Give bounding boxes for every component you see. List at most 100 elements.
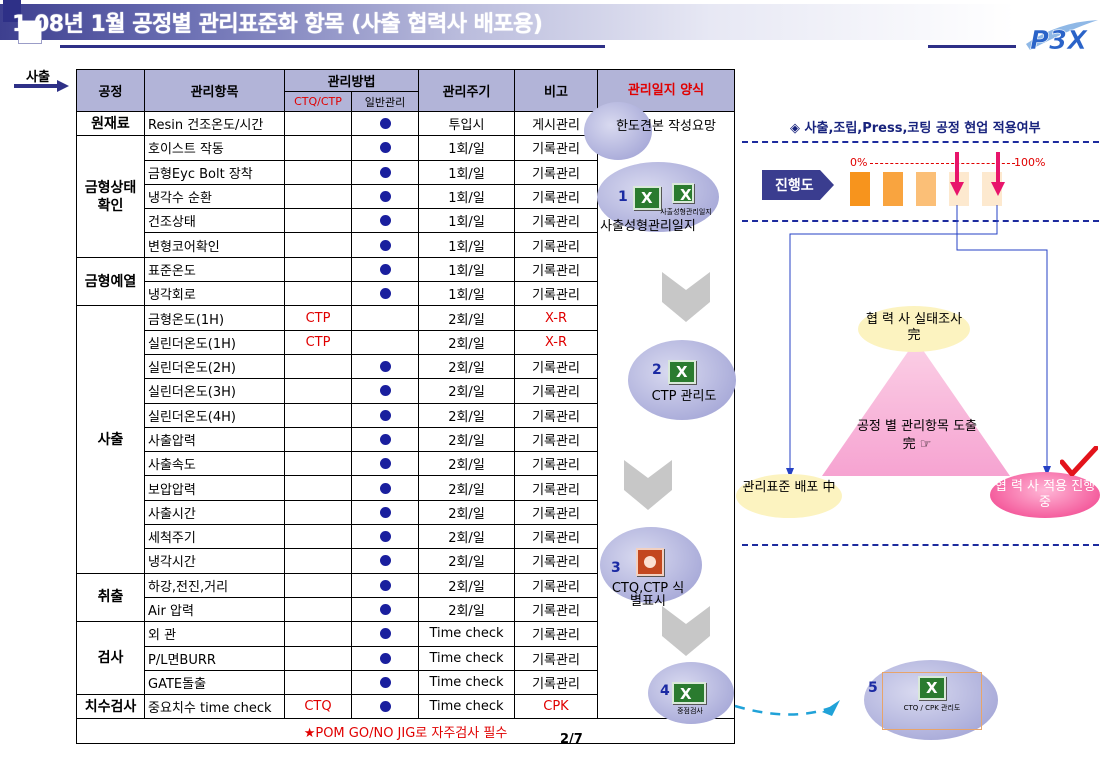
remark-cell: 기록관리 xyxy=(514,353,598,380)
remark-cell: 기록관리 xyxy=(514,232,598,258)
header-process: 공정 xyxy=(76,69,145,112)
excel-icon[interactable] xyxy=(672,682,706,704)
general-control-cell xyxy=(351,378,419,404)
general-control-cell xyxy=(351,208,419,234)
cycle-cell: 2회/일 xyxy=(418,378,515,404)
control-item-cell: 사출속도 xyxy=(144,451,285,477)
process-group-cell: 원재료 xyxy=(76,110,145,137)
bullet-dot-icon xyxy=(379,482,391,494)
general-control-cell xyxy=(351,159,419,185)
remark-cell: 기록관리 xyxy=(514,645,598,671)
general-control-cell xyxy=(351,548,419,574)
journal-oval-5[interactable] xyxy=(864,660,998,740)
title-accent-box xyxy=(18,20,42,44)
bullet-dot-icon xyxy=(379,531,391,543)
bullet-dot-icon xyxy=(379,604,391,616)
ctq-ctp-cell xyxy=(284,281,352,307)
control-item-cell: 보압압력 xyxy=(144,475,285,501)
cycle-cell: 2회/일 xyxy=(418,305,515,331)
bullet-dot-icon xyxy=(379,506,391,518)
title-underline xyxy=(60,45,605,48)
process-arrow-icon xyxy=(14,80,69,92)
excel-icon[interactable] xyxy=(672,183,694,204)
ctq-ctp-cell xyxy=(284,402,352,428)
remark-cell: 기록관리 xyxy=(514,499,598,526)
node-distribution xyxy=(736,474,842,518)
page-title-text: 08년 1월 공정별 관리표준화 항목 (사출 협력사 배포용) xyxy=(33,12,543,37)
node-distribution-label: 관리표준 배포 中 xyxy=(742,480,836,495)
ctq-ctp-cell xyxy=(284,621,352,647)
control-item-cell: 금형온도(1H) xyxy=(144,305,285,331)
remark-cell: 기록관리 xyxy=(514,402,598,428)
excel-icon[interactable] xyxy=(918,676,946,700)
bullet-dot-icon xyxy=(379,652,391,664)
bullet-dot-icon xyxy=(379,361,391,373)
cycle-cell: 2회/일 xyxy=(418,475,515,501)
cycle-cell: 1회/일 xyxy=(418,135,515,161)
down-arrow-icon xyxy=(624,460,672,510)
ctq-ctp-cell xyxy=(284,524,352,550)
control-item-cell: P/L면BURR xyxy=(144,645,285,671)
journal-caption-2: CTP 관리도 xyxy=(651,389,717,404)
general-control-cell xyxy=(351,402,419,428)
progress-bar-segment xyxy=(916,172,936,206)
excel-icon[interactable] xyxy=(668,360,696,384)
bullet-dot-icon xyxy=(379,385,391,397)
journal-note: 한도견본 작성요망 xyxy=(616,119,716,134)
divider-top xyxy=(742,141,1099,143)
ctq-ctp-cell xyxy=(284,353,352,380)
process-group-cell: 검사 xyxy=(76,621,145,696)
remark-cell: 기록관리 xyxy=(514,596,598,623)
cycle-cell: 1회/일 xyxy=(418,232,515,258)
cycle-cell: 1회/일 xyxy=(418,208,515,234)
general-control-cell xyxy=(351,353,419,380)
process-group-cell: 취출 xyxy=(76,572,145,623)
journal-cell xyxy=(597,232,735,258)
cycle-cell: Time check xyxy=(418,694,515,720)
ctq-ctp-cell xyxy=(284,572,352,598)
cycle-cell: 2회/일 xyxy=(418,596,515,623)
remark-cell: 기록관리 xyxy=(514,281,598,307)
cycle-cell: 1회/일 xyxy=(418,256,515,283)
excel-icon[interactable] xyxy=(633,186,661,210)
general-control-cell xyxy=(351,305,419,331)
journal-cell xyxy=(597,305,735,331)
control-item-cell: 사출시간 xyxy=(144,499,285,526)
process-group-cell: 치수검사 xyxy=(76,694,145,720)
ctq-ctp-cell xyxy=(284,378,352,404)
bullet-dot-icon xyxy=(379,166,391,178)
powerpoint-icon[interactable] xyxy=(636,548,664,576)
ctq-ctp-cell: CTQ xyxy=(284,694,352,720)
cycle-cell: 2회/일 xyxy=(418,426,515,453)
table-footer-row: ★POM GO/NO JIG로 자주검사 필수 xyxy=(76,718,735,744)
control-item-cell: 실린더온도(1H) xyxy=(144,329,285,355)
remark-cell: 기록관리 xyxy=(514,159,598,185)
page-title: 1 08년 1월 공정별 관리표준화 항목 (사출 협력사 배포용) xyxy=(12,6,543,38)
journal-number-4: 4 xyxy=(660,683,670,699)
progress-bar-segment xyxy=(883,172,903,206)
remark-cell: 기록관리 xyxy=(514,451,598,477)
node-applying-label: 협 력 사 적용 진행 중 xyxy=(994,479,1096,510)
page-footer-number: 2/7 xyxy=(560,732,583,747)
remark-cell: X-R xyxy=(514,329,598,355)
control-item-cell: GATE돌출 xyxy=(144,669,285,696)
bullet-dot-icon xyxy=(379,191,391,203)
node-applying xyxy=(990,472,1100,518)
bullet-dot-icon xyxy=(379,579,391,591)
general-control-cell xyxy=(351,572,419,598)
cycle-cell: 1회/일 xyxy=(418,159,515,185)
remark-cell: 기록관리 xyxy=(514,256,598,283)
cpk-chart-thumbnail[interactable] xyxy=(882,672,982,730)
process-tag: 사출 xyxy=(26,70,50,85)
general-control-cell xyxy=(351,183,419,210)
general-control-cell xyxy=(351,645,419,671)
journal-icon-label-4: 중점검사 xyxy=(677,707,703,715)
table-footer-note: ★POM GO/NO JIG로 자주검사 필수 xyxy=(76,718,735,744)
